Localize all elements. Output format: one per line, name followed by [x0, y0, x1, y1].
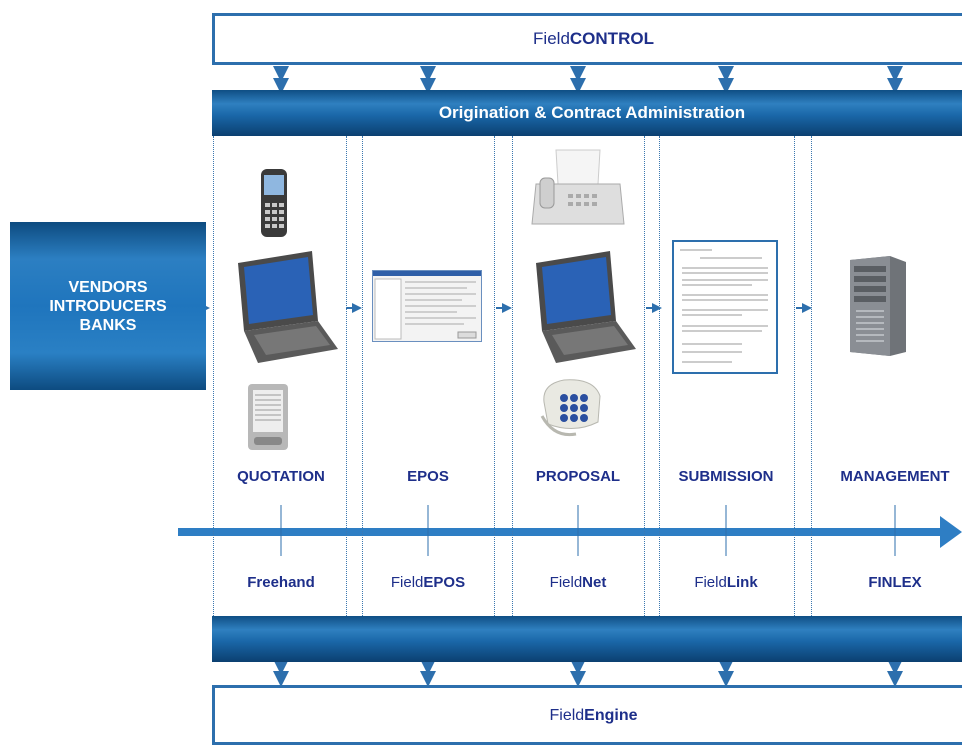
column-divider	[644, 136, 645, 616]
product-prefix: Field	[549, 574, 583, 591]
fax-machine-icon	[528, 140, 628, 236]
product-name: Freehand	[247, 574, 315, 591]
product-prefix: Field	[694, 574, 727, 591]
column-divider	[794, 136, 795, 616]
product-label-fieldnet: FieldNet	[503, 574, 653, 591]
column-divider	[512, 136, 513, 616]
right-arrow-icon	[352, 303, 362, 313]
origination-bar: Origination & Contract Administration	[212, 90, 962, 136]
fieldengine-prefix: Field	[549, 707, 585, 724]
product-name: FINLEX	[868, 574, 922, 591]
product-label-finlex: FINLEX	[820, 574, 962, 591]
stage-label-quotation: QUOTATION	[237, 468, 325, 485]
vendors-label: VENDORS	[68, 278, 148, 296]
origination-label: Origination & Contract Administration	[438, 103, 746, 122]
stage-label-proposal: PROPOSAL	[535, 468, 621, 485]
product-label-fieldlink: FieldLink	[651, 574, 801, 591]
column-divider	[659, 136, 660, 616]
right-arrow-icon	[652, 303, 662, 313]
fieldcontrol-prefix: Field	[533, 29, 570, 48]
product-label-freehand: Freehand	[206, 574, 356, 591]
stage-label-submission: SUBMISSION	[678, 468, 774, 485]
banks-label: BANKS	[79, 316, 137, 334]
timeline-arrow-head-icon	[940, 516, 962, 548]
right-arrow-icon	[502, 303, 512, 313]
column-divider	[811, 136, 812, 616]
product-name: Net	[582, 574, 607, 591]
laptop-icon	[536, 251, 636, 363]
mobile-phone-icon	[232, 165, 312, 241]
column-divider	[362, 136, 363, 616]
server-tower-icon	[836, 248, 918, 360]
column-divider	[213, 136, 214, 616]
stage-label-epos: EPOS	[407, 468, 449, 485]
pda-icon	[248, 384, 288, 450]
product-name: Link	[726, 574, 758, 591]
fieldengine-bold: Engine	[584, 707, 638, 724]
product-prefix: Field	[390, 574, 424, 591]
column-divider	[346, 136, 347, 616]
telephone-icon	[540, 379, 601, 437]
introducers-label: INTRODUCERS	[49, 297, 167, 315]
column-divider	[494, 136, 495, 616]
right-arrow-icon	[802, 303, 812, 313]
administration-bottom-bar	[212, 616, 962, 662]
vendors-box: VENDORS INTRODUCERS BANKS	[10, 222, 206, 390]
product-name: EPOS	[423, 574, 466, 591]
product-label-fieldepos: FieldEPOS	[353, 574, 503, 591]
stage-label-management: MANAGEMENT	[840, 468, 950, 485]
document-form-icon	[672, 240, 778, 374]
timeline-arrow-shaft	[178, 528, 946, 536]
laptop-icon	[238, 251, 338, 363]
software-screen-icon	[372, 270, 482, 342]
fieldcontrol-bold: CONTROL	[569, 29, 654, 48]
